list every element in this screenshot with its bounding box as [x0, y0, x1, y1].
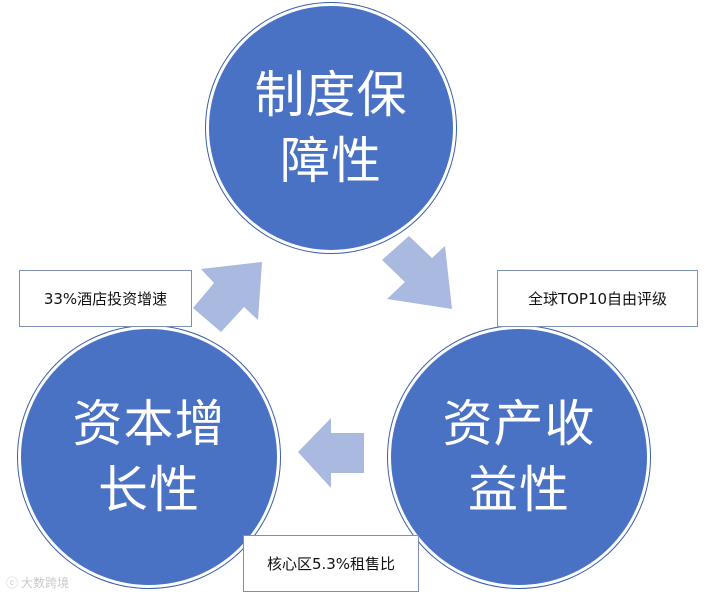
- watermark-logo-icon: ⓒ: [6, 576, 19, 590]
- node-top-line1: 制度保: [254, 66, 408, 124]
- node-right-line1: 资产收: [442, 395, 596, 453]
- note-freedom-rating: 全球TOP10自由评级: [497, 270, 698, 327]
- watermark: ⓒ 大数跨境: [6, 574, 69, 591]
- node-capital-growth: 资本增 长性: [18, 326, 280, 588]
- node-top-line2: 障性: [280, 132, 382, 190]
- node-right-line2: 益性: [468, 461, 570, 519]
- node-left-line1: 资本增: [72, 395, 226, 453]
- note-hotel-investment: 33%酒店投资增速: [19, 270, 192, 327]
- arrow-left-to-top: [193, 262, 262, 332]
- node-asset-return: 资产收 益性: [388, 326, 650, 588]
- node-left-line2: 长性: [98, 461, 200, 519]
- arrow-top-to-right: [382, 236, 452, 309]
- node-institutional-guarantee: 制度保 障性: [206, 3, 456, 253]
- arrow-right-to-left: [298, 418, 364, 488]
- note-rent-ratio: 核心区5.3%租售比: [243, 535, 419, 592]
- watermark-text: 大数跨境: [21, 576, 70, 590]
